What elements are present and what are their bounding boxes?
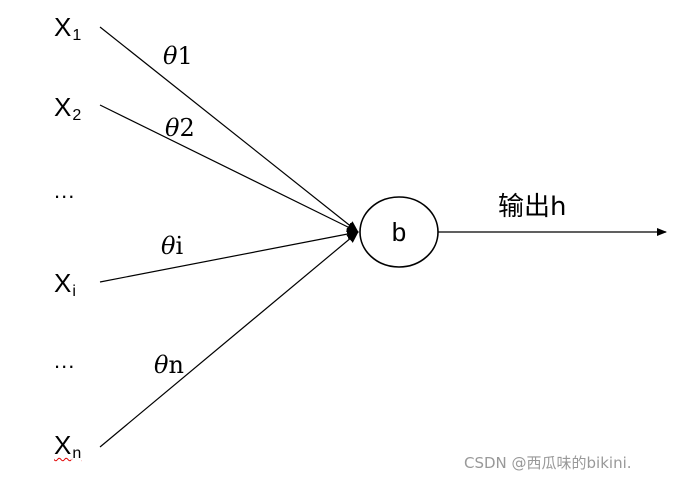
input-xi: Xi xyxy=(54,268,76,300)
weight-theta-i-symbol: θ xyxy=(161,232,176,260)
input-x2-subscript: 2 xyxy=(72,107,82,124)
input-xi-subscript: i xyxy=(72,283,76,300)
weight-theta-2: θ2 xyxy=(165,116,195,140)
ellipsis-upper: ... xyxy=(54,178,76,203)
input-xn-text: Xn xyxy=(54,430,82,462)
edge-xn-to-node xyxy=(99,231,359,448)
input-xn: Xn xyxy=(54,430,82,462)
input-x1: X1 xyxy=(54,12,81,44)
ellipsis-lower: ... xyxy=(54,348,76,373)
weight-theta-i: θi xyxy=(161,234,183,258)
weight-theta-2-symbol: θ xyxy=(165,114,180,142)
input-x1-subscript: 1 xyxy=(72,27,82,44)
weight-theta-1-symbol: θ xyxy=(163,42,178,70)
node-label-b: b xyxy=(391,217,407,247)
weight-theta-2-index: 2 xyxy=(179,114,195,142)
weight-theta-i-index: i xyxy=(175,232,184,260)
input-xn-base: X xyxy=(54,430,72,460)
edge-x1-to-node xyxy=(99,26,359,233)
input-x2-base: X xyxy=(54,92,72,122)
weight-theta-n-symbol: θ xyxy=(154,351,169,379)
weight-theta-1-index: 1 xyxy=(177,42,193,70)
input-xn-subscript: n xyxy=(72,445,82,462)
input-x1-base: X xyxy=(54,12,72,42)
input-x2: X2 xyxy=(54,92,81,124)
weight-theta-1: θ1 xyxy=(163,44,193,68)
output-label: 输出h xyxy=(498,192,567,222)
weight-theta-n: θn xyxy=(154,353,184,377)
input-xi-base: X xyxy=(54,268,72,298)
watermark-text: CSDN @西瓜味的bikini. xyxy=(464,454,632,472)
edge-xi-to-node xyxy=(99,229,359,283)
weight-theta-n-index: n xyxy=(168,351,184,379)
edge-x2-to-node xyxy=(99,104,359,233)
